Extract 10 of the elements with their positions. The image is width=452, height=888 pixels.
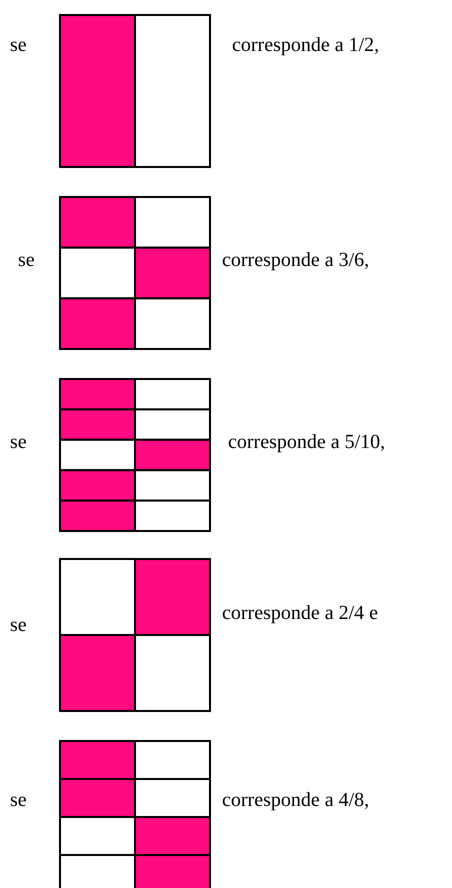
fraction-statement: corresponde a 1/2,: [232, 33, 380, 57]
condition-word: se: [18, 248, 35, 272]
condition-word: se: [10, 613, 27, 637]
fraction-statement: corresponde a 5/10,: [228, 430, 386, 454]
fraction-statement: corresponde a 3/6,: [222, 248, 370, 272]
condition-word: se: [10, 788, 27, 812]
condition-word: se: [10, 430, 27, 454]
fraction-statement: corresponde a 4/8,: [222, 788, 370, 812]
fraction-statement: corresponde a 2/4 e: [222, 601, 378, 625]
condition-word: se: [10, 33, 27, 57]
